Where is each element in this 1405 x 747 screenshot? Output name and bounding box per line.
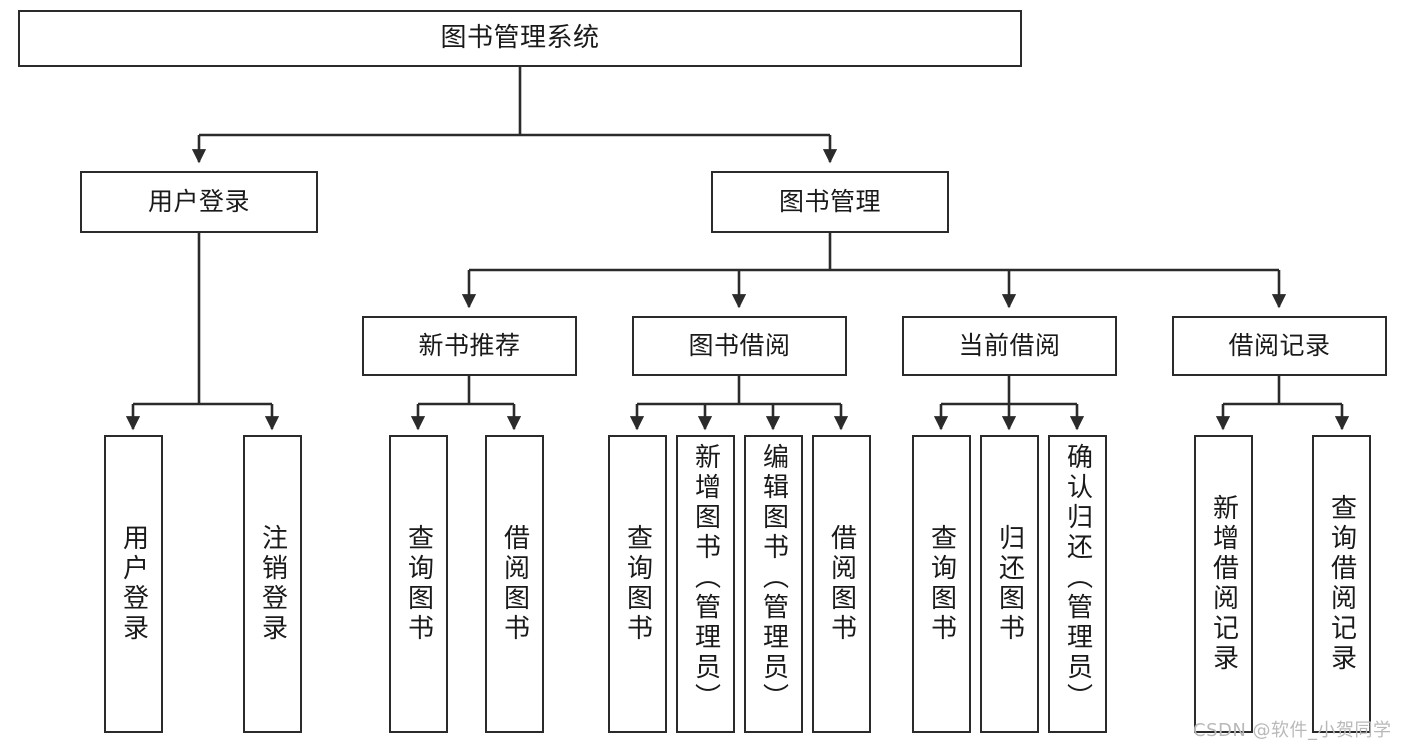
leaf-query-record[interactable]: 查询借阅记录 — [1312, 435, 1371, 733]
node-book-manage[interactable]: 图书管理 — [711, 171, 949, 233]
leaf-borrow-book-2-label: 借阅图书 — [826, 524, 857, 644]
node-root-label: 图书管理系统 — [440, 23, 600, 54]
leaf-edit-book-label: 编辑图书（管理员） — [758, 443, 789, 713]
leaf-edit-book[interactable]: 编辑图书（管理员） — [744, 435, 803, 733]
leaf-confirm-return[interactable]: 确认归还（管理员） — [1048, 435, 1107, 733]
watermark-text: CSDN @软件_小贺同学 — [1193, 720, 1392, 741]
node-user-login-label: 用户登录 — [147, 187, 250, 217]
leaf-add-book-label: 新增图书（管理员） — [690, 443, 721, 713]
node-borrow-record[interactable]: 借阅记录 — [1172, 316, 1387, 376]
node-new-book-rec[interactable]: 新书推荐 — [362, 316, 577, 376]
node-current-borrow-label: 当前借阅 — [958, 331, 1061, 361]
leaf-user-login[interactable]: 用户登录 — [104, 435, 163, 733]
node-book-borrow-label: 图书借阅 — [688, 331, 791, 361]
leaf-add-record[interactable]: 新增借阅记录 — [1194, 435, 1253, 733]
leaf-borrow-book-1[interactable]: 借阅图书 — [485, 435, 544, 733]
leaf-query-book-3-label: 查询图书 — [926, 524, 957, 644]
node-borrow-record-label: 借阅记录 — [1228, 331, 1331, 361]
leaf-user-logout-label: 注销登录 — [257, 524, 288, 644]
node-root[interactable]: 图书管理系统 — [18, 10, 1022, 67]
leaf-user-login-label: 用户登录 — [118, 524, 149, 644]
leaf-query-book-2-label: 查询图书 — [622, 524, 653, 644]
leaf-borrow-book-1-label: 借阅图书 — [499, 524, 530, 644]
node-book-borrow[interactable]: 图书借阅 — [632, 316, 847, 376]
leaf-return-book[interactable]: 归还图书 — [980, 435, 1039, 733]
leaf-add-record-label: 新增借阅记录 — [1208, 494, 1239, 674]
leaf-query-book-2[interactable]: 查询图书 — [608, 435, 667, 733]
leaf-user-logout[interactable]: 注销登录 — [243, 435, 302, 733]
leaf-query-record-label: 查询借阅记录 — [1326, 494, 1357, 674]
leaf-query-book-3[interactable]: 查询图书 — [912, 435, 971, 733]
node-user-login[interactable]: 用户登录 — [80, 171, 318, 233]
leaf-add-book[interactable]: 新增图书（管理员） — [676, 435, 735, 733]
leaf-query-book-1-label: 查询图书 — [403, 524, 434, 644]
leaf-query-book-1[interactable]: 查询图书 — [389, 435, 448, 733]
node-current-borrow[interactable]: 当前借阅 — [902, 316, 1117, 376]
node-book-manage-label: 图书管理 — [778, 187, 881, 217]
leaf-borrow-book-2[interactable]: 借阅图书 — [812, 435, 871, 733]
leaf-confirm-return-label: 确认归还（管理员） — [1062, 443, 1093, 713]
leaf-return-book-label: 归还图书 — [994, 524, 1025, 644]
node-new-book-rec-label: 新书推荐 — [418, 331, 521, 361]
